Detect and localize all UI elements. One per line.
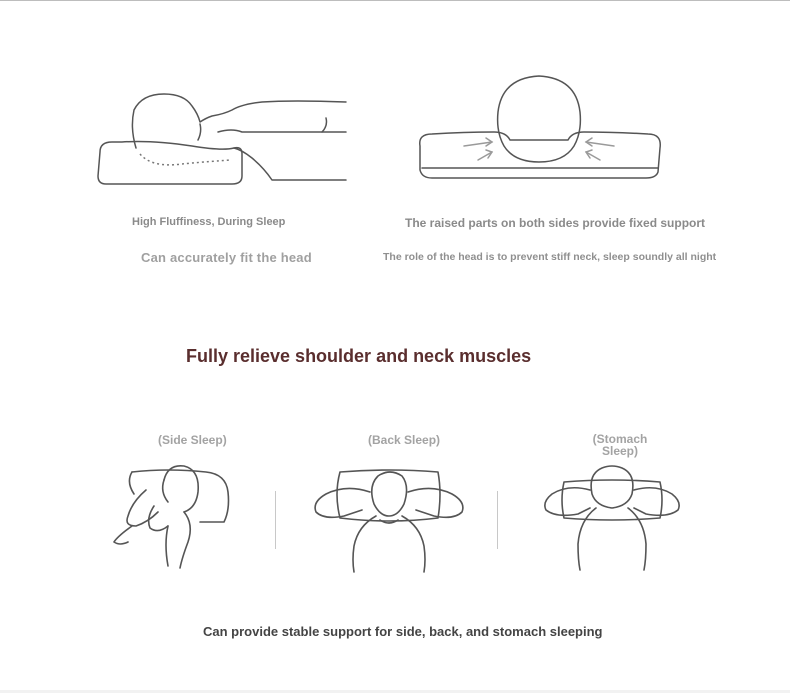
head-on-pillow-illustration (92, 88, 352, 188)
left-caption: High Fluffiness, During Sleep (132, 216, 286, 228)
pose-label-back: (Back Sleep) (368, 433, 441, 447)
side-sleep-illustration (108, 462, 236, 574)
stomach-sleep-illustration (540, 460, 684, 574)
section-heading: Fully relieve shoulder and neck muscles (186, 346, 532, 366)
raised-support-illustration (414, 72, 664, 186)
top-rule (0, 0, 790, 1)
pose-divider-1 (275, 491, 276, 549)
back-sleep-illustration (310, 464, 468, 574)
pose-divider-2 (497, 491, 498, 549)
right-subcaption: The role of the head is to prevent stiff… (383, 251, 717, 263)
bottom-rule (0, 690, 790, 693)
pose-label-stomach: (Stomach Sleep) (592, 432, 648, 458)
left-subcaption: Can accurately fit the head (141, 250, 312, 265)
pose-label-side: (Side Sleep) (158, 433, 227, 447)
right-caption: The raised parts on both sides provide f… (405, 216, 706, 230)
bottom-caption: Can provide stable support for side, bac… (203, 624, 603, 639)
